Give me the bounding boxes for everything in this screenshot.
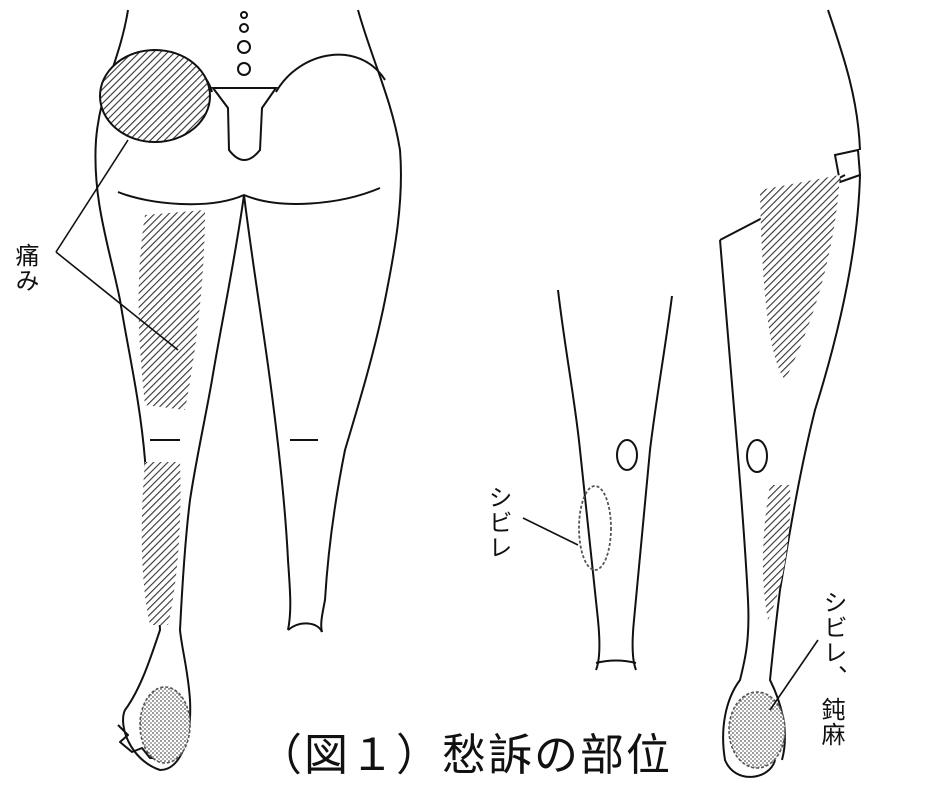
- pain-region-calf: [142, 462, 181, 625]
- dullness-label: 鈍麻: [818, 697, 844, 747]
- numb-leader-right: [770, 640, 818, 710]
- numb-region-sole-back: [140, 687, 190, 763]
- numb-region-sole-side: [729, 692, 785, 768]
- knee-mark-right: [747, 440, 767, 472]
- middle-leg-outline: [558, 290, 672, 670]
- pain-region-side-thigh: [760, 175, 840, 380]
- pain-region-thigh: [139, 210, 205, 410]
- knee-mark-middle: [617, 440, 637, 470]
- pain-region-buttock: [100, 50, 210, 142]
- numb-leader-middle: [523, 518, 578, 545]
- numbness-label-right: シビレ、: [820, 590, 846, 690]
- numbness-label-middle: シビレ: [485, 485, 511, 560]
- numb-region-middle: [579, 486, 611, 570]
- sacrum-marks: [213, 12, 276, 160]
- figure-caption: （図１）愁訴の部位: [258, 728, 672, 784]
- pain-region-side-calf: [763, 485, 790, 620]
- pain-label: 痛み: [12, 243, 38, 293]
